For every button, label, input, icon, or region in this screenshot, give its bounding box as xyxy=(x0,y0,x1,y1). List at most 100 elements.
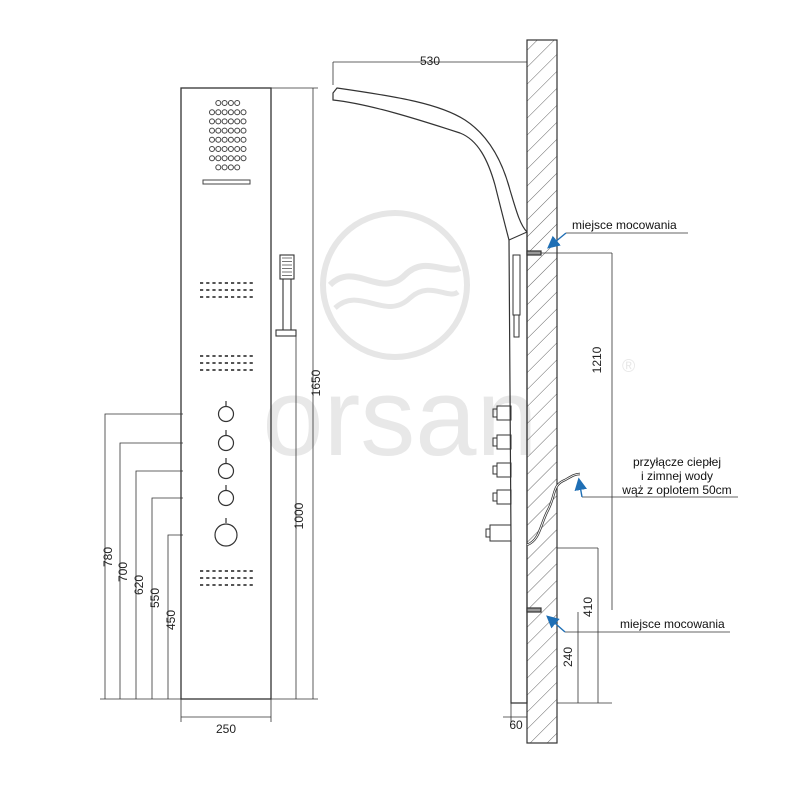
panel-side-profile xyxy=(332,87,528,704)
rain-nozzle xyxy=(209,155,215,162)
body-jet-nozzle xyxy=(218,369,222,371)
body-jet-nozzle xyxy=(249,570,253,572)
body-jet-nozzle xyxy=(224,584,228,586)
rain-nozzle xyxy=(215,155,222,162)
body-jet-nozzle xyxy=(224,355,228,357)
rain-nozzle xyxy=(221,100,228,106)
dim-arm-projection-label: 530 xyxy=(420,54,440,68)
body-jet-nozzle xyxy=(218,355,222,357)
side-view: 530 1210 410 240 60 xyxy=(332,39,738,744)
dim-valve-height-label: 550 xyxy=(148,588,162,608)
hand-shower xyxy=(275,254,297,337)
body-jet-nozzle xyxy=(200,355,204,357)
rain-nozzle xyxy=(215,100,222,106)
dim-valve-height-label: 780 xyxy=(101,547,115,567)
upper-bracket xyxy=(526,250,542,256)
watermark-logo-wave xyxy=(327,262,462,288)
rain-nozzle xyxy=(221,136,228,143)
side-valve-knobs xyxy=(485,405,512,542)
body-jet-nozzle xyxy=(243,289,247,291)
rain-nozzle xyxy=(227,164,234,171)
rain-nozzle xyxy=(227,118,234,125)
body-jet-nozzle xyxy=(237,296,241,298)
body-jet-nozzle xyxy=(212,362,216,364)
dim-total-height: 1650 xyxy=(271,87,323,700)
rain-nozzle xyxy=(234,164,241,171)
body-jet-nozzle xyxy=(237,362,241,364)
body-jet-nozzle xyxy=(200,570,204,572)
rain-nozzle xyxy=(227,155,234,162)
rain-nozzle xyxy=(234,136,241,143)
body-jet-nozzle xyxy=(231,577,235,579)
dim-lower-bracket-height: 410 xyxy=(557,547,612,704)
rain-shower-nozzles xyxy=(209,100,247,171)
body-jet-nozzle xyxy=(212,584,216,586)
rain-nozzle xyxy=(215,109,222,116)
body-jet-nozzle xyxy=(224,570,228,572)
rain-nozzle xyxy=(215,146,222,152)
body-jet-nozzle xyxy=(206,289,210,291)
body-jet-nozzle xyxy=(249,577,253,579)
rain-nozzle xyxy=(221,127,228,134)
body-jet-nozzle xyxy=(237,282,241,284)
body-jet-nozzle xyxy=(243,570,247,572)
body-jet-nozzle xyxy=(231,584,235,586)
body-jet-nozzle xyxy=(218,289,222,291)
body-jet-nozzle xyxy=(237,570,241,572)
rain-nozzle xyxy=(209,136,215,143)
rain-nozzle xyxy=(234,109,241,116)
callout-lower-mount-text: miejsce mocowania xyxy=(620,617,725,631)
dim-lower-bracket-height-label: 410 xyxy=(581,597,595,617)
body-jet-nozzle xyxy=(200,577,204,579)
dim-mount-distance: 1210 xyxy=(541,252,613,610)
valve-knob xyxy=(217,430,235,452)
dim-valve-height-label: 700 xyxy=(116,562,130,582)
body-jet-nozzle xyxy=(200,296,204,298)
body-jet-nozzle xyxy=(200,282,204,284)
rain-nozzle xyxy=(221,118,228,125)
body-jet-nozzle xyxy=(200,369,204,371)
body-jet-nozzle xyxy=(237,355,241,357)
dim-width-label: 250 xyxy=(216,722,236,736)
watermark-brand: orsan xyxy=(262,356,537,479)
connection-hose-inner xyxy=(526,473,581,546)
rain-nozzle xyxy=(227,100,234,106)
body-jet-nozzle xyxy=(200,289,204,291)
dim-hand-shower-height: 1000 xyxy=(292,336,306,699)
watermark-logo-circle xyxy=(320,210,470,360)
dim-bottom-mount-height-label: 240 xyxy=(561,647,575,667)
body-jet-nozzle xyxy=(224,362,228,364)
body-jet-nozzle xyxy=(200,362,204,364)
body-jet-nozzle xyxy=(218,362,222,364)
rain-nozzle xyxy=(240,118,247,125)
body-jet-nozzle xyxy=(224,296,228,298)
body-jet-nozzle xyxy=(212,369,216,371)
dim-depth: 60 xyxy=(503,703,527,732)
callout-upper-mount-text: miejsce mocowania xyxy=(572,218,677,232)
rain-nozzle xyxy=(227,109,234,116)
rain-nozzle xyxy=(215,118,222,125)
callout-upper-mount: miejsce mocowania xyxy=(547,218,688,249)
waterfall-outlet xyxy=(202,179,251,185)
rain-nozzle xyxy=(221,146,228,152)
body-jets-upper xyxy=(200,282,253,298)
body-jet-nozzle xyxy=(224,369,228,371)
rain-nozzle xyxy=(209,109,215,116)
dim-width: 250 xyxy=(180,699,272,736)
body-jet-nozzle xyxy=(237,369,241,371)
body-jet-nozzle xyxy=(218,577,222,579)
body-jet-nozzle xyxy=(237,289,241,291)
panel-front xyxy=(180,87,272,700)
body-jet-nozzle xyxy=(212,355,216,357)
rain-nozzle xyxy=(240,155,247,162)
rain-nozzle xyxy=(227,136,234,143)
body-jet-nozzle xyxy=(231,296,235,298)
body-jet-nozzle xyxy=(249,289,253,291)
body-jet-nozzle xyxy=(249,282,253,284)
dim-valve-heights: 780 700 620 550 450 xyxy=(100,413,183,700)
rain-nozzle xyxy=(234,155,241,162)
body-jet-nozzle xyxy=(243,369,247,371)
body-jet-nozzle xyxy=(243,296,247,298)
wall-section xyxy=(526,39,558,744)
rain-nozzle xyxy=(209,127,215,134)
